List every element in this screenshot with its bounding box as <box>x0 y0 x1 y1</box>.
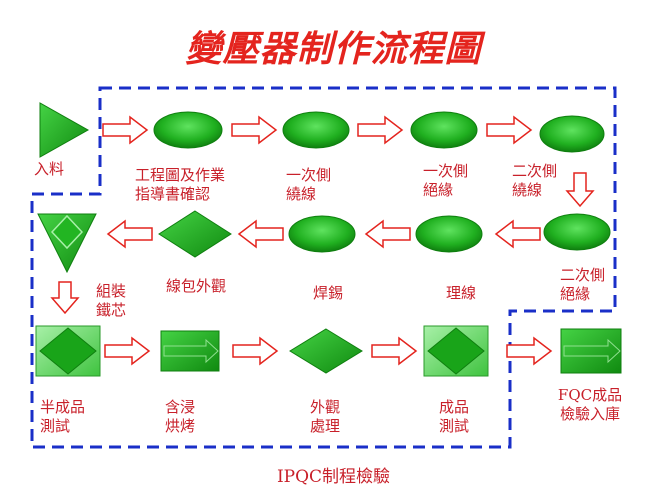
arrow-right <box>371 336 418 366</box>
step-label-secondary-winding: 二次側 繞線 <box>512 162 558 199</box>
oven-box <box>160 330 220 372</box>
arrow-right <box>231 115 278 145</box>
process-ellipse <box>415 215 483 253</box>
process-ellipse <box>539 115 605 153</box>
ipqc-boundary <box>30 86 617 449</box>
input-triangle <box>39 102 90 158</box>
process-ellipse <box>543 213 611 251</box>
arrow-left <box>237 219 284 249</box>
arrow-left <box>494 219 541 249</box>
step-label-primary-insulation: 一次側 絕緣 <box>423 162 469 199</box>
step-label-input: 入料 <box>34 160 65 178</box>
oven-arrow <box>163 338 219 364</box>
process-ellipse <box>410 111 478 149</box>
assembly-diamond <box>50 214 84 250</box>
step-label-fqc-storage: FQC成品 檢驗入庫 <box>557 386 623 423</box>
step-label-core-assembly: 組裝 鐵芯 <box>96 282 127 319</box>
final-test-diamond <box>427 327 485 375</box>
arrow-right <box>506 336 553 366</box>
process-ellipse <box>282 111 350 149</box>
step-label-soldering: 焊錫 <box>313 284 344 302</box>
page-title: 變壓器制作流程圖 <box>185 28 482 70</box>
inspection-diamond <box>158 210 232 258</box>
storage-arrow <box>563 338 621 364</box>
arrow-down <box>565 172 595 208</box>
arrow-right <box>102 115 149 145</box>
step-label-final-test: 成品 測試 <box>439 398 470 435</box>
step-label-appearance-treatment: 外觀 處理 <box>310 398 341 435</box>
process-ellipse <box>153 111 223 149</box>
process-ellipse <box>288 215 356 253</box>
test-diamond <box>39 327 97 375</box>
ipqc-label: IPQC制程檢驗 <box>276 467 391 487</box>
arrow-left <box>364 219 411 249</box>
step-label-secondary-insulation: 二次側 絕緣 <box>560 266 606 303</box>
arrow-right <box>357 115 404 145</box>
step-label-semi-test: 半成品 測試 <box>40 398 86 435</box>
storage-box <box>560 328 622 374</box>
step-label-drawing-confirm: 工程圖及作業 指導書確認 <box>135 166 226 203</box>
arrow-left <box>106 219 153 249</box>
step-label-coil-appearance: 線包外觀 <box>166 277 227 295</box>
step-label-wire-arrange: 理線 <box>446 284 477 302</box>
arrow-right <box>232 336 279 366</box>
arrow-right <box>486 115 533 145</box>
process-diamond <box>289 328 363 374</box>
arrow-down <box>50 281 80 315</box>
arrow-right <box>104 336 151 366</box>
step-label-impregnation: 含浸 烘烤 <box>165 398 196 435</box>
step-label-primary-winding: 一次側 繞線 <box>286 166 332 203</box>
